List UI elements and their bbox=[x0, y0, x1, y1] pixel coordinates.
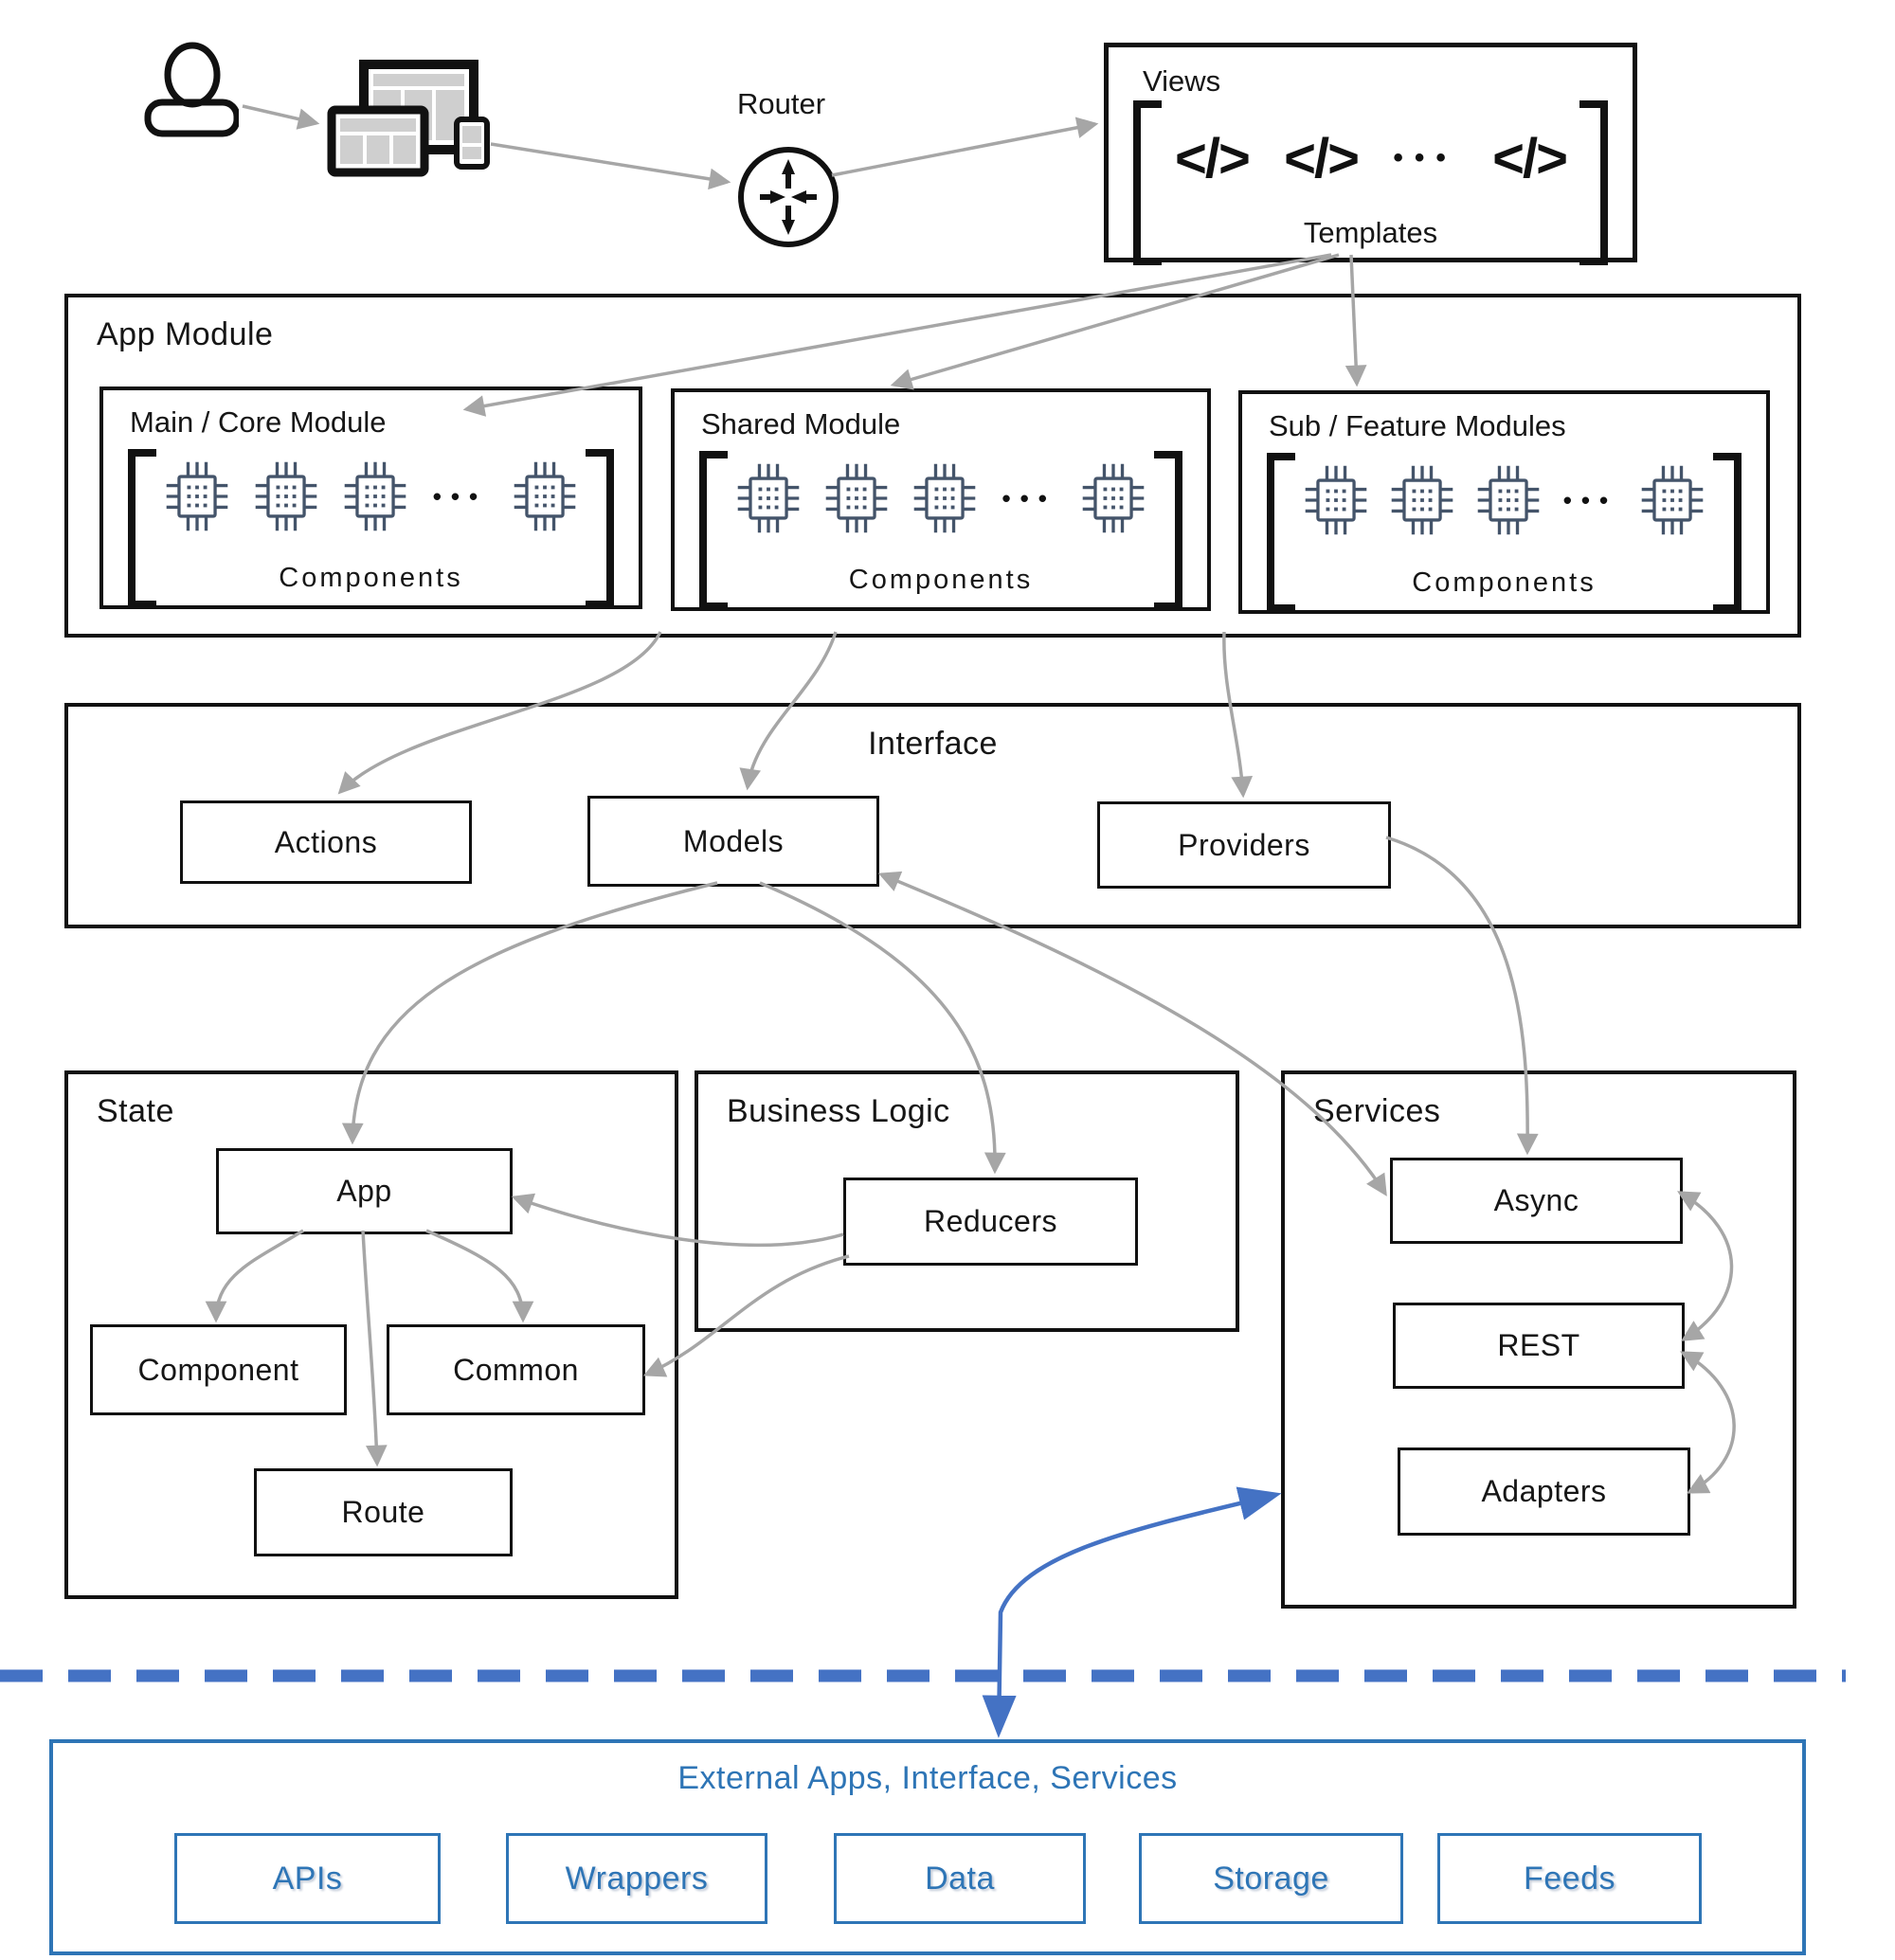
templates-label: Templates bbox=[1303, 216, 1438, 249]
chip-icon bbox=[1082, 460, 1145, 536]
code-icon: </> bbox=[1175, 127, 1251, 189]
wrappers-node: Wrappers bbox=[506, 1833, 767, 1924]
views-box: Views </> </> ••• </> Templates bbox=[1104, 43, 1637, 265]
arrow-router-to-views bbox=[831, 117, 1099, 177]
views-title: Views bbox=[1143, 64, 1221, 98]
components-label: Components bbox=[1412, 567, 1597, 598]
code-icon: </> bbox=[1492, 127, 1568, 189]
chip-icon bbox=[1641, 462, 1704, 538]
templates-row: </> </> ••• </> bbox=[1175, 106, 1568, 210]
router-label: Router bbox=[737, 87, 826, 120]
shared-module-box: Shared Module ••• Components bbox=[671, 388, 1211, 611]
bracket-left-icon bbox=[128, 449, 156, 608]
devices-icon bbox=[327, 60, 490, 177]
providers-node: Providers bbox=[1097, 801, 1391, 889]
ellipsis-icon: ••• bbox=[1002, 483, 1056, 512]
bracket-right-icon bbox=[1154, 451, 1182, 610]
chip-icon bbox=[913, 460, 976, 536]
interface-title: Interface bbox=[868, 726, 998, 762]
bracket-left-icon bbox=[699, 451, 728, 610]
router-icon bbox=[738, 147, 839, 247]
business-logic-title: Business Logic bbox=[727, 1093, 950, 1129]
common-node: Common bbox=[387, 1324, 645, 1415]
state-title: State bbox=[97, 1093, 174, 1129]
main-core-module-title: Main / Core Module bbox=[130, 405, 387, 439]
components-row: ••• bbox=[1305, 457, 1704, 544]
sub-feature-module-title: Sub / Feature Modules bbox=[1269, 409, 1566, 442]
apis-node: APIs bbox=[174, 1833, 441, 1924]
ellipsis-icon: ••• bbox=[1562, 485, 1618, 514]
data-node: Data bbox=[834, 1833, 1086, 1924]
async-node: Async bbox=[1390, 1158, 1683, 1244]
chip-icon bbox=[166, 459, 228, 534]
arrow-services-external-bidirectional bbox=[982, 1486, 1282, 1738]
services-title: Services bbox=[1313, 1093, 1441, 1129]
ellipsis-icon: ••• bbox=[1393, 142, 1457, 173]
chip-icon bbox=[1305, 462, 1367, 538]
user-icon bbox=[144, 42, 239, 137]
arrow-devices-to-router bbox=[490, 142, 731, 190]
app-node: App bbox=[216, 1148, 513, 1234]
code-icon: </> bbox=[1284, 127, 1360, 189]
feeds-node: Feeds bbox=[1437, 1833, 1702, 1924]
reducers-node: Reducers bbox=[843, 1178, 1138, 1266]
chip-icon bbox=[514, 459, 576, 534]
shared-module-title: Shared Module bbox=[701, 407, 901, 441]
adapters-node: Adapters bbox=[1398, 1448, 1690, 1536]
main-core-module-box: Main / Core Module ••• Components bbox=[99, 387, 642, 609]
components-label: Components bbox=[848, 565, 1034, 595]
bracket-right-icon bbox=[1579, 100, 1608, 265]
chip-icon bbox=[1391, 462, 1453, 538]
app-module-title: App Module bbox=[97, 316, 274, 352]
chip-icon bbox=[825, 460, 888, 536]
storage-node: Storage bbox=[1139, 1833, 1403, 1924]
components-row: ••• bbox=[737, 455, 1145, 542]
models-node: Models bbox=[587, 796, 879, 887]
chip-icon bbox=[344, 459, 406, 534]
bracket-left-icon bbox=[1267, 453, 1295, 612]
rest-node: REST bbox=[1393, 1303, 1685, 1389]
actions-node: Actions bbox=[180, 800, 472, 884]
arrow-user-to-devices bbox=[242, 104, 320, 130]
components-row: ••• bbox=[166, 453, 576, 540]
bracket-right-icon bbox=[586, 449, 614, 608]
chip-icon bbox=[255, 459, 317, 534]
ellipsis-icon: ••• bbox=[432, 481, 488, 511]
component-node: Component bbox=[90, 1324, 347, 1415]
tablet-icon bbox=[327, 105, 429, 177]
chip-icon bbox=[1477, 462, 1540, 538]
external-title: External Apps, Interface, Services bbox=[677, 1760, 1178, 1796]
sub-feature-module-box: Sub / Feature Modules ••• Components bbox=[1238, 390, 1770, 614]
bracket-right-icon bbox=[1713, 453, 1742, 612]
chip-icon bbox=[737, 460, 800, 536]
route-node: Route bbox=[254, 1468, 513, 1556]
phone-icon bbox=[454, 117, 490, 170]
components-label: Components bbox=[279, 563, 463, 593]
